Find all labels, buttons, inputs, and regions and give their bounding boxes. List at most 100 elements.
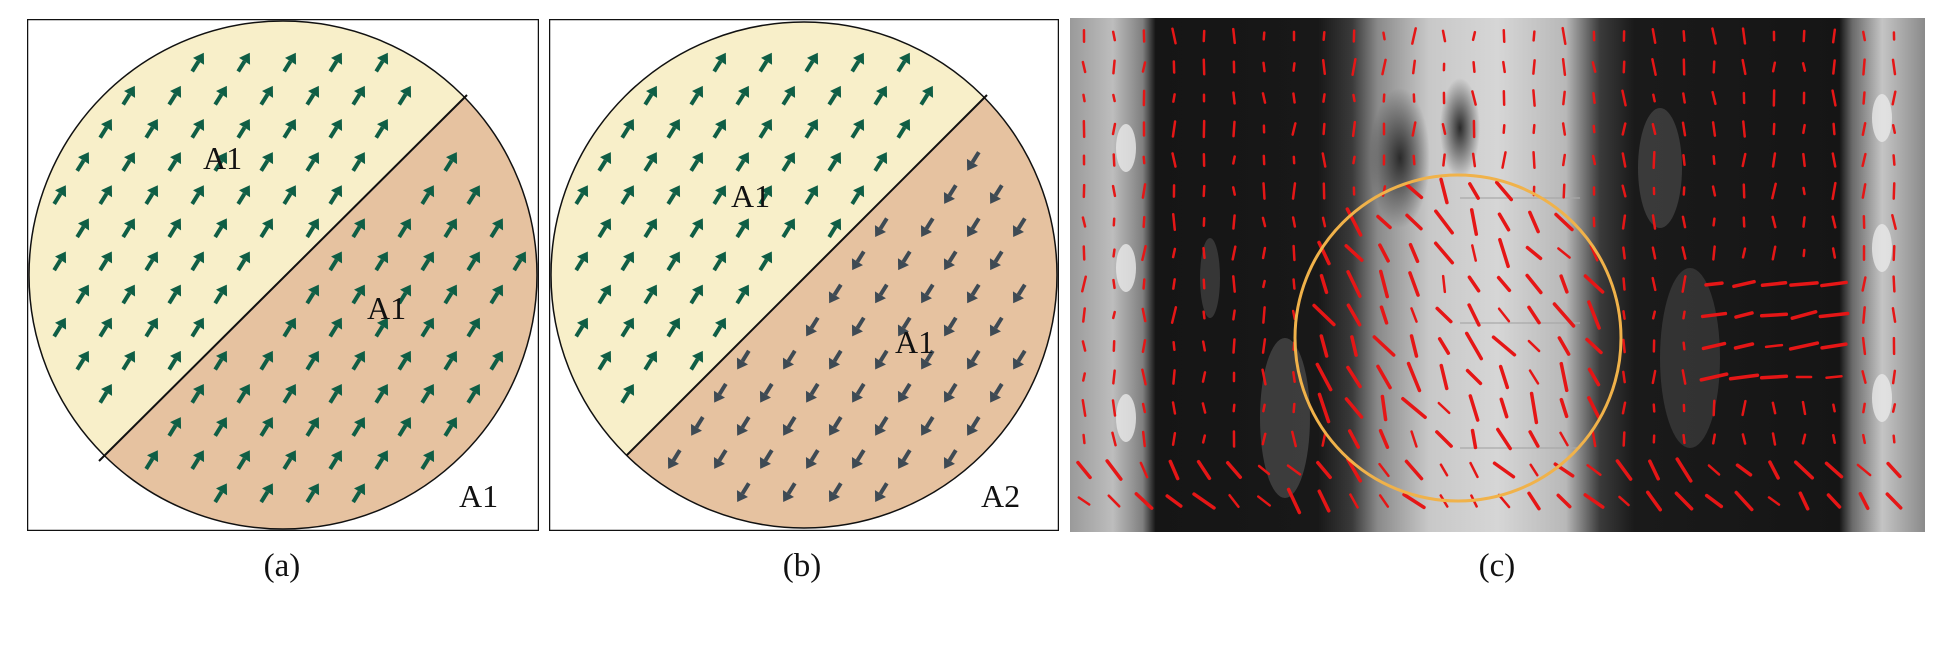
panel-b-upper-arrow-32-shaft	[850, 192, 861, 205]
panel-c-vector-138	[1861, 152, 1867, 168]
panel-b-lower-arrow-38-shaft	[832, 416, 843, 429]
panel-a-lower-arrow-1-shaft	[420, 192, 431, 205]
panel-a-lower-arrow-47-head	[331, 450, 343, 463]
panel-a-upper-arrow-18-shaft	[374, 126, 385, 139]
panel-a-upper-arrow-33-head	[78, 218, 90, 231]
panel-c-vector-101	[1592, 124, 1596, 134]
panel-b-lower-arrow-2-shaft	[993, 184, 1004, 197]
panel-c-vector-35	[1292, 62, 1296, 72]
panel-c-vector-336	[1081, 399, 1087, 417]
panel-b-upper-arrow-36-head	[738, 218, 750, 231]
panel-c-vector-201	[1231, 245, 1237, 261]
panel-c-vector-288	[1319, 334, 1329, 358]
panel-b-upper-arrow-19-shaft	[597, 159, 608, 172]
panel-b-upper-arrow-42-head	[715, 251, 727, 264]
panel-b-lower-arrow-50-head	[782, 490, 794, 503]
panel-c-vector-219	[1771, 245, 1777, 261]
panel-c-vector-292	[1437, 337, 1451, 355]
panel-c-vector-384	[1682, 433, 1686, 445]
panel-c-vector-245	[1704, 281, 1724, 287]
panel-a-upper-arrow-34-shaft	[121, 225, 132, 239]
panel-a-upper-arrow-44-shaft	[75, 292, 86, 305]
panel-c-vector-376	[1435, 430, 1453, 448]
panel-a-upper-arrow-22-head	[216, 152, 228, 165]
panel-c-vector-130	[1621, 152, 1627, 168]
panel-a-lower-arrow-49-head	[423, 450, 435, 463]
panel-a-lower-arrow-41-head	[400, 417, 412, 430]
panel-a-lower-arrow-15-shaft	[443, 292, 454, 305]
panel-c-vector-396	[1196, 459, 1212, 481]
panel-c-vector-236	[1441, 274, 1447, 294]
panel-c-vector-45	[1591, 61, 1597, 73]
panel-a-upper-arrow-32-shaft	[328, 192, 339, 205]
panel-c-vector-374	[1378, 429, 1390, 449]
panel-c-vector-358	[1741, 399, 1747, 417]
panel-b-lower-arrow-36-shaft	[740, 416, 751, 429]
panel-c-vector-96	[1441, 123, 1447, 135]
panel-a-lower-arrow-42-head	[446, 417, 458, 430]
panel-a-lower-arrow-25-head	[354, 350, 366, 363]
panel-c-vector-95	[1411, 121, 1417, 137]
panel-b-upper-arrow-51-head	[715, 317, 727, 330]
panel-a-upper-arrow-42-head	[193, 251, 205, 264]
panel-c-vector-407	[1529, 463, 1539, 477]
panel-c-vector-416	[1793, 460, 1815, 480]
panel-a-lower-arrow-48-shaft	[374, 457, 385, 470]
panel-a-upper-arrow-41-shaft	[144, 258, 155, 272]
panel-b-figure: A1 A1 A2	[549, 19, 1059, 531]
panel-a-upper-arrows	[52, 52, 412, 404]
panel-a-upper-arrow-16-shaft	[282, 126, 293, 139]
panel-b-lower-arrow-25-head	[920, 357, 932, 370]
panel-c-vector-311	[1172, 369, 1176, 385]
panel-b-upper-arrow-0-shaft	[712, 60, 723, 73]
panel-a-lower-arrow-10-shaft	[466, 258, 477, 272]
panel-c-vector-179	[1405, 213, 1423, 231]
panel-a-upper-arrow-24-head	[308, 152, 320, 165]
panel-a-lower-arrow-24-head	[308, 350, 320, 363]
panel-a-upper-arrow-3-head	[331, 52, 343, 65]
panel-c-vector-391	[1892, 434, 1896, 444]
panel-c-vector-52	[1801, 62, 1807, 72]
panel-c-vector-261	[1346, 303, 1362, 327]
panel-a-lower-arrow-35-shaft	[466, 391, 477, 404]
panel-b-lower-arrow-22-head	[782, 357, 794, 370]
panel-b-lower-arrow-8-head	[897, 258, 909, 271]
panel-b-upper-arrow-7-head	[738, 85, 750, 98]
panel-c-vector-54	[1862, 58, 1866, 76]
panel-a-lower-arrow-47-shaft	[328, 457, 339, 470]
panel-b-lower-arrow-17-head	[851, 324, 863, 337]
panel-c-vector-234	[1379, 269, 1389, 299]
panel-a-upper-arrow-21-head	[170, 152, 182, 165]
panel-b-upper-arrow-49-head	[623, 317, 635, 330]
panel-c-vector-417	[1824, 461, 1844, 479]
panel-c-vector-338	[1141, 402, 1147, 414]
panel-c-vector-141	[1111, 184, 1117, 198]
panel-a-lower-arrow-13-head	[354, 284, 366, 297]
panel-b-upper-arrow-45-head	[646, 284, 658, 297]
panel-a-upper-arrow-6-head	[170, 85, 182, 98]
panel-c-vector-57	[1112, 93, 1116, 103]
panel-c-vector-322	[1498, 364, 1510, 390]
panel-b-lower-arrow-40-shaft	[924, 416, 935, 429]
panel-c-vector-360	[1801, 400, 1807, 416]
panel-c-vector-266	[1497, 307, 1511, 323]
panel-c-vector-440	[1674, 491, 1694, 511]
panel-c-vector-121	[1352, 155, 1356, 165]
panel-b-upper-arrow-15-head	[761, 119, 773, 131]
panel-b-upper-arrow-53-shaft	[643, 358, 654, 371]
panel-b-upper-arrow-19-head	[600, 152, 612, 165]
panel-c-vector-247	[1760, 280, 1788, 288]
panel-c-vector-314	[1261, 368, 1267, 386]
panel-c-vector-397	[1225, 461, 1243, 479]
panel-b-lower-arrow-4-shaft	[924, 217, 935, 230]
panel-b-lower-arrow-49-head	[736, 490, 748, 503]
panel-c-vector-423	[1165, 494, 1183, 508]
panel-c-vector-445	[1826, 493, 1842, 509]
panel-b-lower-arrow-7-shaft	[855, 250, 866, 263]
panel-a-lower-arrow-24-shaft	[305, 358, 316, 371]
panel-c-vector-387	[1771, 432, 1777, 446]
panel-a-lower-arrow-31-shaft	[282, 391, 293, 404]
panel-c-vector-337	[1111, 399, 1117, 417]
panel-b-upper-arrow-31-head	[807, 185, 819, 198]
panel-b-upper-arrow-29-shaft	[712, 192, 723, 205]
